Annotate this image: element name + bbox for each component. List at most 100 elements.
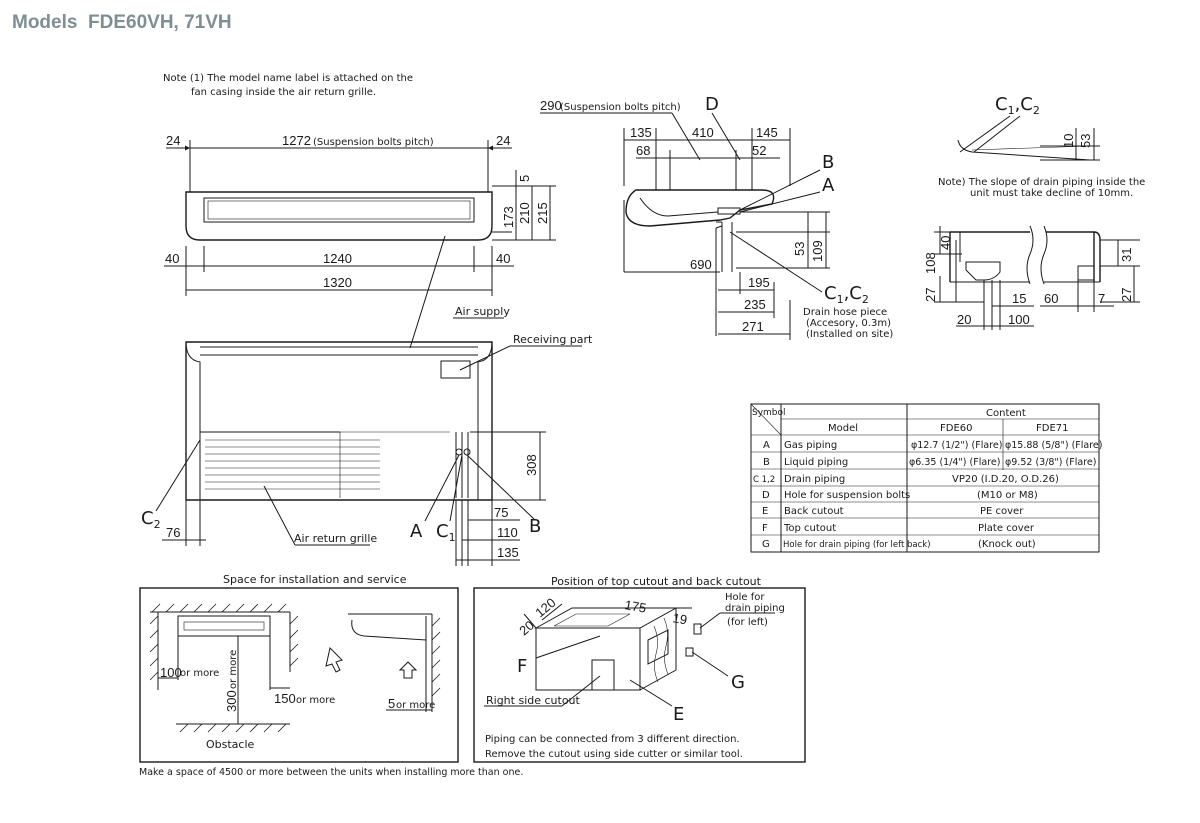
dim-300-suffix: or more: [228, 650, 239, 689]
dim-271: 271: [742, 319, 764, 334]
table-row-v71: φ15.88 (5/8") (Flare): [1005, 440, 1102, 451]
dim-100-drain: 100: [1008, 312, 1030, 327]
dim-15-drain: 15: [1012, 291, 1026, 306]
table-row-item: Hole for drain piping (for left back): [783, 540, 931, 550]
dim-300-space: 300: [224, 690, 239, 712]
label-b-bottom: B: [529, 516, 541, 537]
drain-hose-line1: Drain hose piece: [803, 307, 887, 318]
side-view: 290 (Suspension bolts pitch) D 135 410 1…: [540, 94, 893, 340]
spec-table: Symbol Content Model FDE60 FDE71 A Gas p…: [750, 403, 1102, 553]
table-row-v60: φ12.7 (1/2") (Flare): [911, 440, 1002, 451]
table-header-content: Content: [986, 408, 1026, 419]
dim-76: 76: [166, 525, 180, 540]
cutout-title: Position of top cutout and back cutout: [551, 575, 762, 588]
dim-290: 290: [540, 98, 562, 113]
dim-109: 109: [810, 240, 825, 262]
table-row-item: Back cutout: [784, 506, 844, 517]
dim-110: 110: [497, 525, 518, 540]
label-e: E: [673, 704, 684, 725]
label-air-supply: Air supply: [455, 305, 510, 318]
dim-31-drain: 31: [1119, 248, 1134, 262]
dim-20-cutout: 20: [516, 618, 537, 639]
label-c1c2-slope: C1,C2: [995, 94, 1040, 117]
table-row-item: Liquid piping: [784, 457, 848, 468]
table-row-value: (Knock out): [978, 539, 1036, 550]
front-view: 24 1272 (Suspension bolts pitch) 24 40 1…: [164, 133, 556, 296]
space-title: Space for installation and service: [223, 573, 407, 586]
table-row-v71: φ9.52 (3/8") (Flare): [1005, 457, 1096, 468]
label-f: F: [517, 656, 527, 677]
dim-135-side: 135: [630, 125, 652, 140]
table-row-value: Plate cover: [978, 523, 1035, 534]
drain-hose-line3: (Installed on site): [806, 329, 893, 340]
dim-10-slope: 10: [1061, 134, 1076, 148]
dim-20-drain: 20: [957, 312, 971, 327]
label-right-side-cutout: Right side cutout: [486, 694, 581, 707]
hole-note-line2: drain piping: [725, 603, 785, 614]
label-c1-bottom: C1: [436, 521, 456, 544]
dim-215: 215: [535, 202, 550, 224]
dim-52: 52: [752, 143, 766, 158]
table-row-sym: D: [762, 490, 770, 501]
dim-1272: 1272: [282, 133, 311, 148]
bottom-view: Air supply Receiving part Air return gri…: [141, 235, 593, 566]
dim-100-space: 100: [160, 665, 182, 680]
drain-detail: 40 108 27 20 15 100 60 7 31 27: [923, 225, 1140, 330]
label-c2: C2: [141, 508, 161, 531]
dim-290-note: (Suspension bolts pitch): [560, 102, 681, 113]
dim-173: 173: [501, 206, 516, 228]
label-g: G: [731, 672, 745, 693]
table-row-sym: A: [763, 440, 770, 451]
slope-note-line2: unit must take decline of 10mm.: [970, 188, 1133, 199]
piping-note-line1: Piping can be connected from 3 different…: [485, 734, 740, 745]
dim-5-suffix: or more: [396, 700, 435, 711]
dim-27-left: 27: [923, 288, 938, 302]
dim-108: 108: [923, 252, 938, 274]
table-row-sym: B: [763, 457, 770, 468]
table-header-model: Model: [828, 423, 858, 434]
dim-40-right: 40: [496, 251, 510, 266]
dim-19-cutout: 19: [671, 610, 688, 627]
dim-68: 68: [636, 143, 650, 158]
note1-line2: fan casing inside the air return grille.: [191, 87, 376, 98]
drain-hose-line2: (Accesory, 0.3m): [806, 318, 891, 329]
dim-150-suffix: or more: [296, 695, 335, 706]
table-row-item: Top cutout: [783, 523, 836, 534]
dim-40-drain: 40: [938, 236, 953, 250]
dim-135: 135: [497, 545, 519, 560]
table-row-sym: E: [762, 506, 768, 517]
table-row-item: Hole for suspension bolts: [784, 490, 910, 501]
table-row-item: Gas piping: [784, 440, 837, 451]
table-row-value: (M10 or M8): [977, 490, 1038, 501]
dim-235: 235: [744, 297, 766, 312]
dim-145: 145: [756, 125, 778, 140]
page-title: Models FDE60VH, 71VH: [12, 12, 232, 33]
label-a-side: A: [822, 175, 835, 196]
table-row-item: Drain piping: [784, 474, 845, 485]
dim-195: 195: [748, 275, 770, 290]
dim-40-left: 40: [165, 251, 179, 266]
dim-7-drain: 7: [1098, 291, 1105, 306]
footer-note: Make a space of 4500 or more between the…: [139, 767, 523, 778]
dim-150-space: 150: [274, 691, 296, 706]
hole-note-line1: Hole for: [725, 592, 765, 603]
piping-note-line2: Remove the cutout using side cutter or s…: [485, 749, 743, 760]
dim-1240: 1240: [323, 251, 352, 266]
slope-note-line1: Note) The slope of drain piping inside t…: [938, 177, 1145, 188]
dim-53-slope: 53: [1078, 134, 1093, 148]
dim-53-side: 53: [792, 242, 807, 256]
dim-27-right: 27: [1119, 288, 1134, 302]
hole-note-line3: (for left): [727, 617, 768, 628]
slope-detail: C1,C2 10 53 Note) The slope of drain pip…: [938, 94, 1145, 199]
table-row-v60: φ6.35 (1/4") (Flare): [909, 457, 1000, 468]
table-header-fde71: FDE71: [1036, 423, 1069, 434]
table-row-value: PE cover: [980, 506, 1024, 517]
dim-1272-note: (Suspension bolts pitch): [313, 137, 434, 148]
dim-210: 210: [517, 202, 532, 224]
dim-410: 410: [692, 125, 714, 140]
table-row-sym: G: [762, 539, 770, 550]
cutout-panel: Position of top cutout and back cutout 2…: [473, 575, 806, 763]
table-row-value: VP20 (I.D.20, O.D.26): [952, 474, 1059, 485]
space-panel: Space for installation and service: [139, 573, 459, 763]
